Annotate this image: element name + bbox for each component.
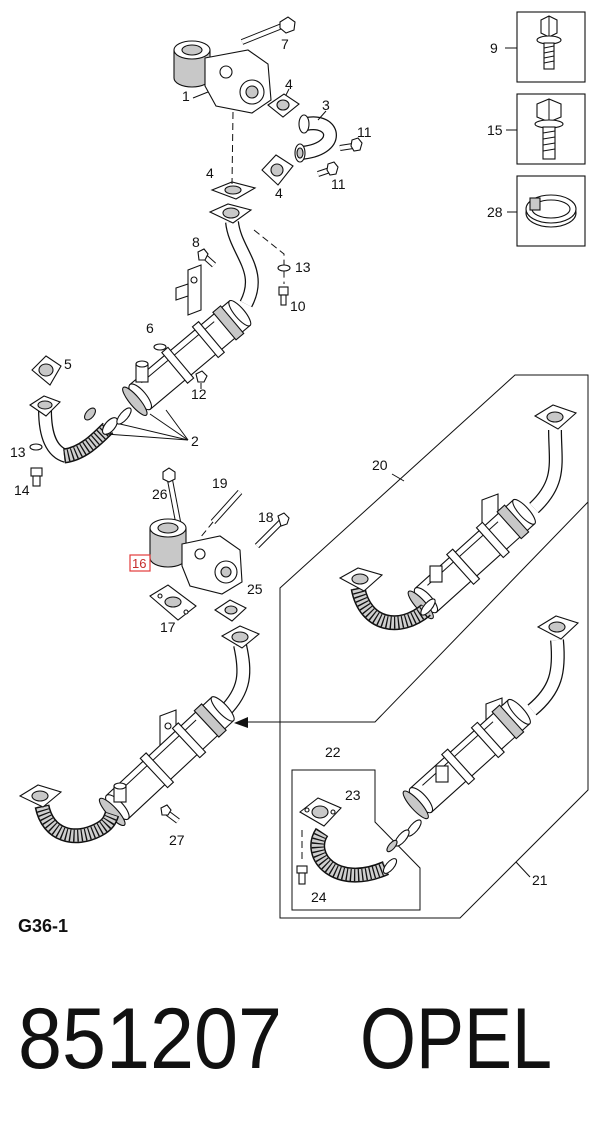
egr-pipe-lower bbox=[218, 625, 261, 717]
detail-box-clamp-28 bbox=[507, 175, 586, 247]
gasket-4-middle bbox=[261, 154, 294, 186]
variant-22-assembly bbox=[296, 797, 398, 885]
callout: 23 bbox=[345, 787, 361, 803]
dashed-guide-upper bbox=[231, 111, 234, 185]
egr-valve-1 bbox=[173, 40, 272, 114]
callout: 5 bbox=[64, 356, 72, 372]
washer-13-left bbox=[29, 443, 43, 451]
bolt-27 bbox=[160, 804, 180, 824]
bolt-7 bbox=[240, 16, 296, 45]
callout: 4 bbox=[285, 76, 293, 92]
callout: 14 bbox=[14, 482, 30, 498]
variant-outline bbox=[279, 374, 589, 919]
arrow-head bbox=[234, 717, 248, 728]
egr-cooler-lower bbox=[98, 696, 235, 827]
variant-22-outline bbox=[291, 769, 421, 911]
leader-20 bbox=[391, 473, 405, 482]
gasket-4-lower bbox=[210, 181, 257, 200]
callout: 7 bbox=[281, 36, 289, 52]
callout: 21 bbox=[532, 872, 548, 888]
washer-6 bbox=[153, 343, 167, 351]
variant-20-assembly bbox=[338, 404, 578, 631]
gasket-4-upper bbox=[267, 88, 300, 118]
bolt-14 bbox=[30, 467, 43, 487]
stud-19 bbox=[199, 489, 243, 539]
callout: 19 bbox=[212, 475, 228, 491]
callout: 28 bbox=[487, 204, 503, 220]
variant-21-assembly bbox=[386, 615, 580, 853]
callout: 20 bbox=[372, 457, 388, 473]
callout: 15 bbox=[487, 122, 503, 138]
detail-box-bolt-15 bbox=[506, 93, 586, 165]
callout: 2 bbox=[191, 433, 199, 449]
bolt-11-upper bbox=[339, 137, 363, 152]
callout: 13 bbox=[295, 259, 311, 275]
brand-name: OPEL bbox=[360, 991, 552, 1087]
gasket-25 bbox=[213, 599, 247, 622]
dashed-guide-right bbox=[253, 229, 285, 284]
bracket-8 bbox=[175, 248, 217, 316]
callout: 9 bbox=[490, 40, 498, 56]
callout: 8 bbox=[192, 234, 200, 250]
callout: 13 bbox=[10, 444, 26, 460]
variant-divider bbox=[244, 501, 589, 723]
egr-valve-16 bbox=[149, 518, 243, 595]
bolt-18 bbox=[254, 512, 290, 549]
callout: 11 bbox=[357, 124, 372, 140]
callout: 22 bbox=[325, 744, 341, 760]
callout: 4 bbox=[206, 165, 214, 181]
part-number: 851207 bbox=[18, 991, 282, 1087]
egr-cooler-upper bbox=[122, 299, 252, 416]
bolt-12 bbox=[195, 370, 208, 389]
callout: 17 bbox=[160, 619, 176, 635]
inlet-stub-lower bbox=[113, 782, 127, 803]
pipe-3 bbox=[294, 110, 337, 163]
callout-labels: 7 1 4 3 11 4 11 4 8 13 10 6 5 12 2 13 14… bbox=[10, 36, 548, 905]
washer-13-upper bbox=[277, 264, 291, 272]
gasket-17 bbox=[149, 584, 197, 621]
callout: 25 bbox=[247, 581, 263, 597]
callout: 11 bbox=[331, 176, 346, 192]
inlet-stub-upper bbox=[135, 360, 149, 383]
callout: 18 bbox=[258, 509, 274, 525]
figure-code: G36-1 bbox=[18, 916, 68, 936]
clamp-2-leaders bbox=[105, 409, 189, 441]
exhaust-pipe-upper-left bbox=[29, 355, 132, 464]
callout: 6 bbox=[146, 320, 154, 336]
bellows-lower bbox=[18, 784, 120, 844]
bolt-11-lower bbox=[317, 161, 339, 177]
detail-box-bolt-9 bbox=[505, 11, 586, 83]
callout: 24 bbox=[311, 889, 327, 905]
egr-pipe-upper bbox=[208, 203, 259, 308]
callout: 10 bbox=[290, 298, 306, 314]
callout: 4 bbox=[275, 185, 283, 201]
callout-highlighted: 16 bbox=[132, 556, 146, 571]
callout: 26 bbox=[152, 486, 168, 502]
callout: 1 bbox=[182, 88, 190, 104]
callout: 27 bbox=[169, 832, 185, 848]
callout: 3 bbox=[322, 97, 330, 113]
leader-21 bbox=[515, 861, 531, 878]
callout: 12 bbox=[191, 386, 207, 402]
bolt-10 bbox=[278, 286, 289, 306]
highlight-box bbox=[129, 554, 151, 572]
